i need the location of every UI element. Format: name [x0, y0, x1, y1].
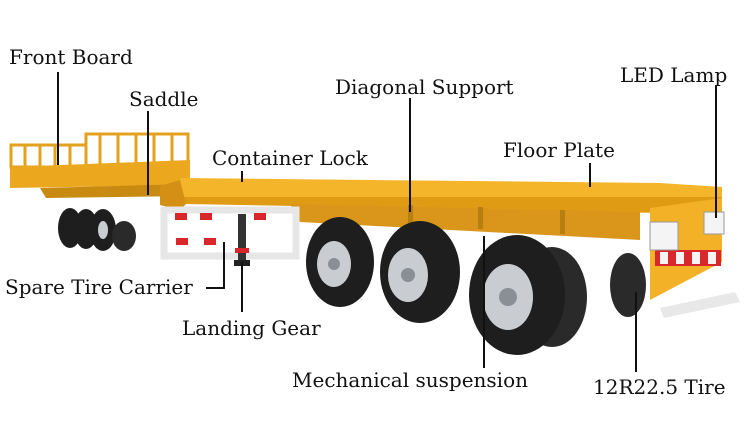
label-spare-tire-carrier: Spare Tire Carrier	[5, 275, 193, 299]
label-landing-gear: Landing Gear	[182, 316, 321, 340]
label-diagonal-support: Diagonal Support	[335, 75, 514, 99]
label-led-lamp: LED Lamp	[620, 63, 728, 87]
spare-tire-carrier-leader	[206, 242, 225, 289]
label-front-board: Front Board	[9, 45, 133, 69]
label-container-lock: Container Lock	[212, 146, 368, 170]
spare-tire-carrier	[160, 206, 300, 260]
label-tire: 12R22.5 Tire	[593, 375, 726, 399]
label-mechanical-suspension: Mechanical suspension	[292, 368, 528, 392]
label-saddle: Saddle	[129, 87, 199, 111]
rear-trailer-wheels	[58, 208, 136, 251]
label-floor-plate: Floor Plate	[503, 138, 615, 162]
main-tires	[306, 217, 646, 355]
rear-end-panel	[649, 198, 740, 318]
rear-trailer-body	[10, 160, 190, 198]
frame-beams	[290, 204, 640, 240]
floor-plate-deck	[160, 178, 722, 214]
leader-lines	[57, 72, 717, 372]
